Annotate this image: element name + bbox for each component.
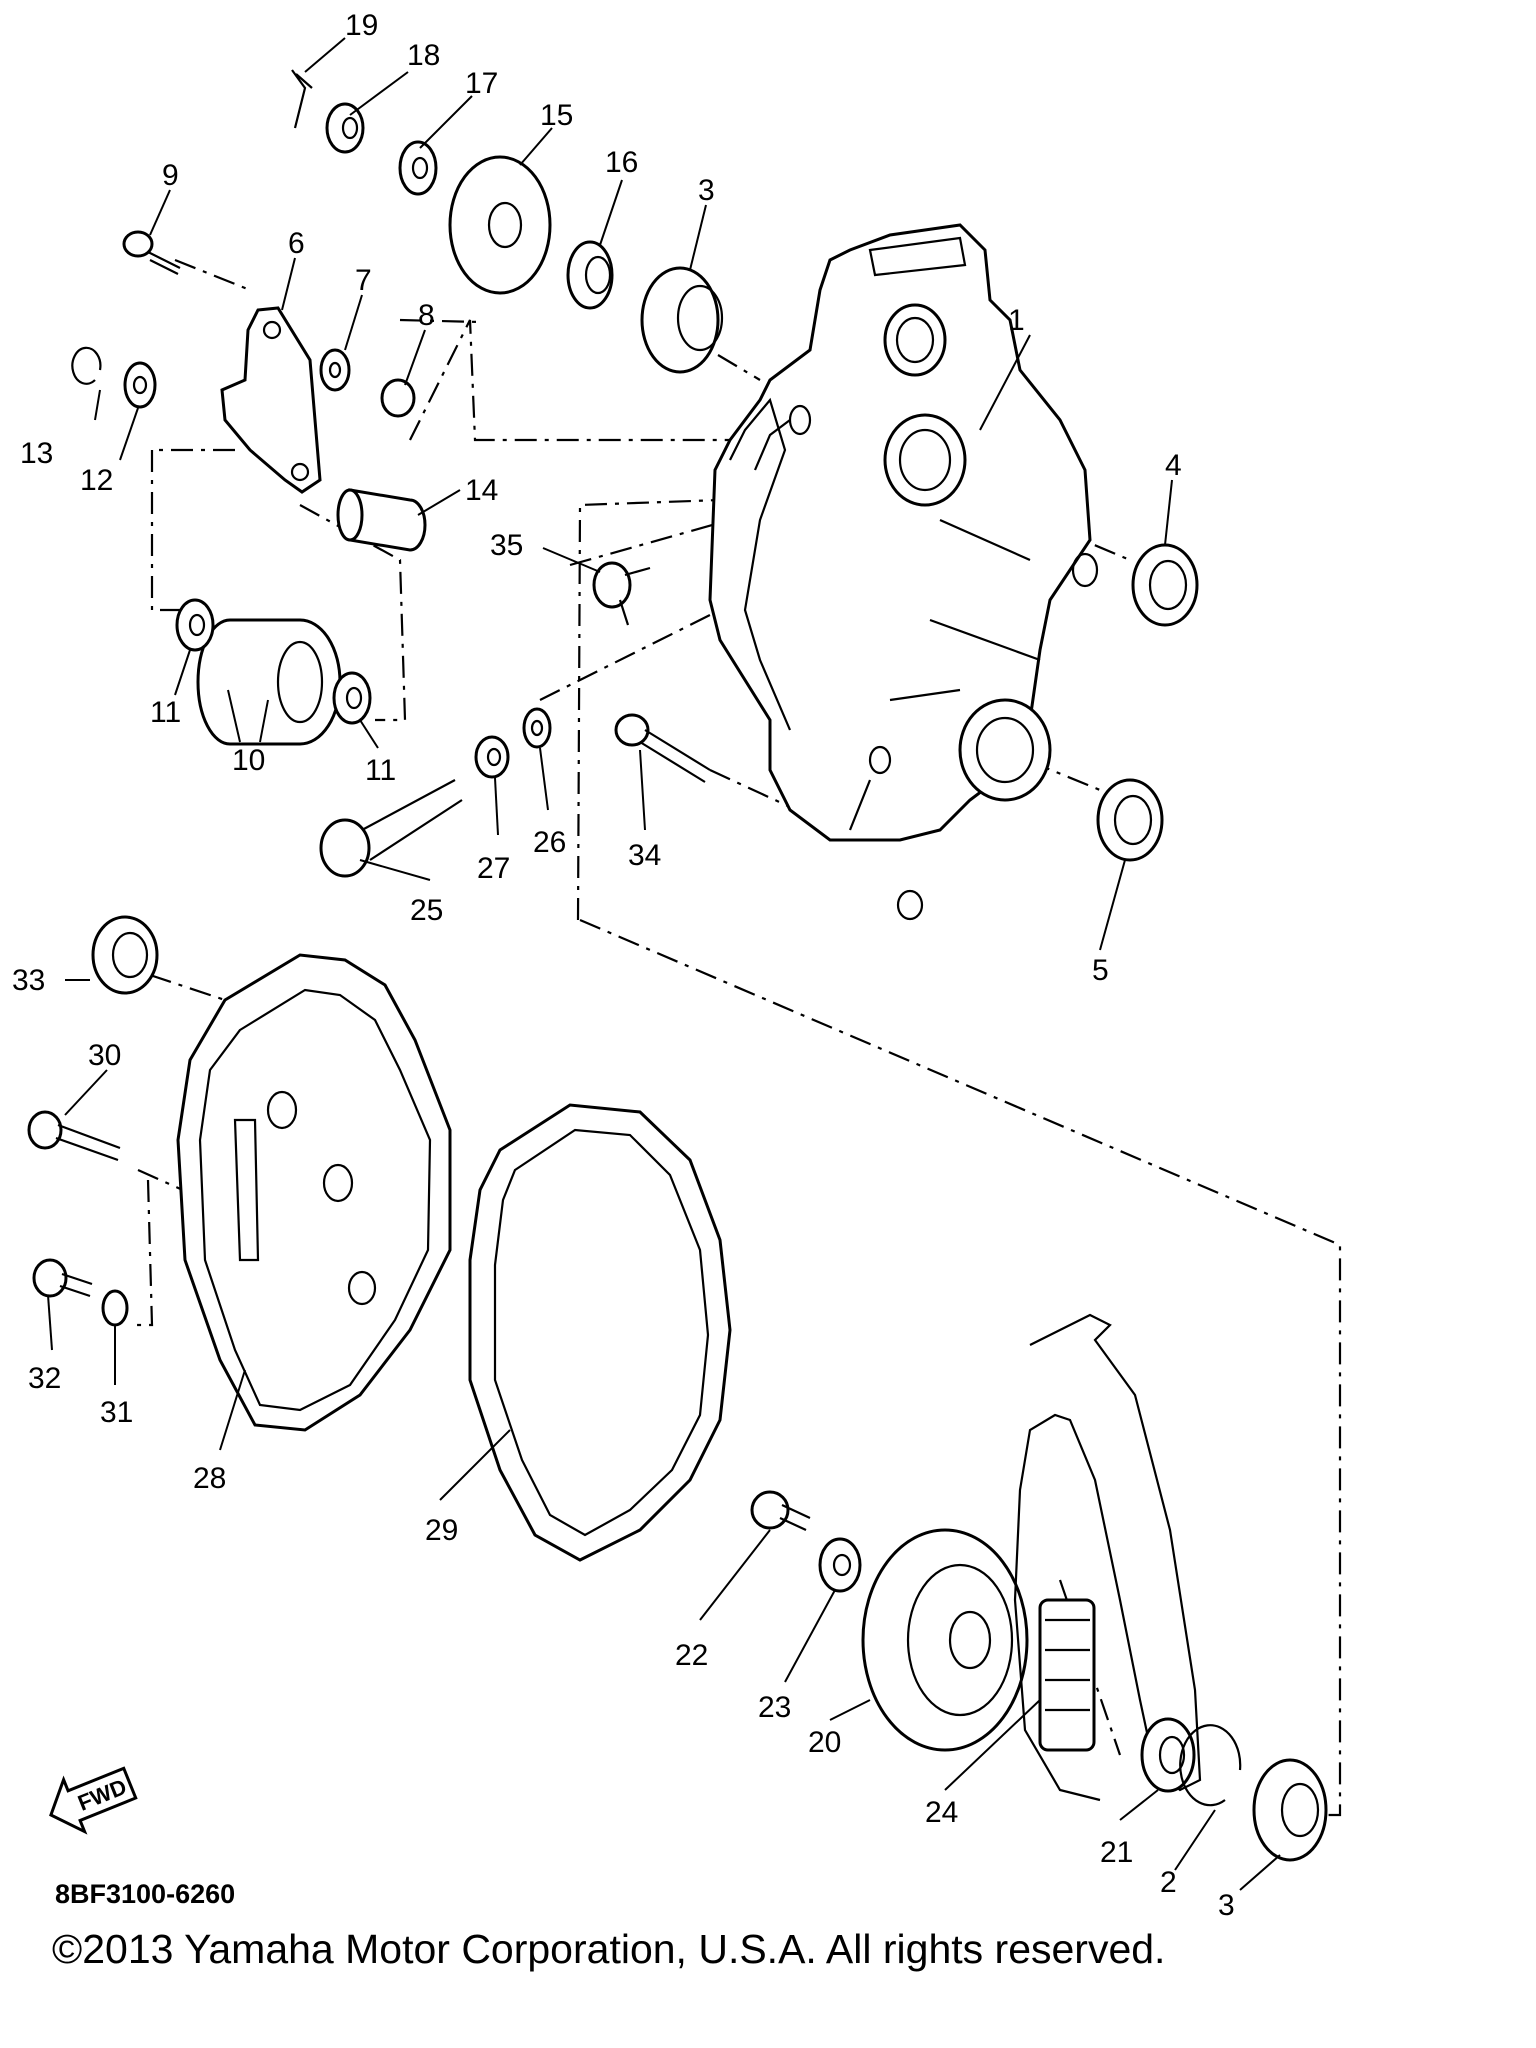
part-label: 30 bbox=[88, 1039, 121, 1072]
part-34-bolt bbox=[614, 713, 711, 783]
part-3-bearing-top bbox=[640, 266, 724, 374]
part-label: 12 bbox=[80, 464, 113, 497]
part-9-bolt bbox=[122, 230, 181, 275]
part-label: 26 bbox=[533, 826, 566, 859]
part-10-roller-bearing bbox=[196, 618, 342, 746]
part-16-collar bbox=[566, 240, 614, 310]
part-label: 34 bbox=[628, 839, 661, 872]
part-7-washer bbox=[319, 348, 351, 392]
part-label: 4 bbox=[1165, 449, 1182, 482]
part-label: 33 bbox=[12, 964, 45, 997]
part-label: 28 bbox=[193, 1462, 226, 1495]
part-21-collar bbox=[1140, 1717, 1196, 1793]
part-14-pin bbox=[336, 488, 427, 552]
part-28-outer-cover bbox=[176, 953, 452, 1432]
part-13-circlip bbox=[71, 346, 102, 385]
part-3-bearing-bottom bbox=[1252, 1758, 1328, 1862]
part-label: 10 bbox=[232, 744, 265, 777]
part-5-oil-seal bbox=[1096, 778, 1164, 862]
part-label: 22 bbox=[675, 1639, 708, 1672]
part-label: 5 bbox=[1092, 954, 1109, 987]
part-label: 13 bbox=[20, 437, 53, 470]
part-label: 15 bbox=[540, 99, 573, 132]
part-labels: 1 2 3 3 4 5 6 7 8 9 10 11 11 12 13 14 15… bbox=[12, 9, 1235, 1922]
part-29-gasket bbox=[468, 1103, 732, 1562]
part-label: 25 bbox=[410, 894, 443, 927]
copyright-notice: ©2013 Yamaha Motor Corporation, U.S.A. A… bbox=[52, 1926, 1165, 1972]
part-8-bushing bbox=[380, 378, 416, 418]
part-11-washer-right bbox=[332, 671, 372, 725]
part-label: 17 bbox=[465, 67, 498, 100]
part-label: 20 bbox=[808, 1726, 841, 1759]
part-label: 6 bbox=[288, 227, 305, 260]
part-label: 16 bbox=[605, 146, 638, 179]
part-30-bolt bbox=[27, 1110, 121, 1162]
part-label: 11 bbox=[365, 754, 396, 787]
part-11-washer-left bbox=[175, 598, 215, 652]
part-label: 21 bbox=[1100, 1836, 1133, 1869]
part-label: 27 bbox=[477, 852, 510, 885]
part-label: 24 bbox=[925, 1796, 958, 1829]
part-25-bolt bbox=[319, 779, 463, 878]
part-label: 11 bbox=[150, 696, 181, 729]
part-1-case-cover bbox=[708, 223, 1099, 921]
part-31-washer bbox=[101, 1289, 129, 1327]
part-2-circlip bbox=[1179, 1724, 1242, 1807]
part-label: 8 bbox=[418, 299, 435, 332]
part-label: 3 bbox=[1218, 1889, 1235, 1922]
part-6-bracket bbox=[220, 306, 322, 494]
part-27-nut bbox=[474, 735, 510, 779]
part-24-chain bbox=[1013, 1313, 1202, 1802]
part-23-washer bbox=[818, 1537, 862, 1593]
part-label: 9 bbox=[162, 159, 179, 192]
part-label: 31 bbox=[100, 1396, 133, 1429]
part-33-oil-seal bbox=[91, 915, 159, 995]
part-label: 23 bbox=[758, 1691, 791, 1724]
fwd-arrow-icon: FWD bbox=[49, 1766, 138, 1835]
part-32-bolt bbox=[32, 1258, 93, 1298]
part-22-bolt bbox=[750, 1490, 811, 1531]
part-4-oil-seal bbox=[1131, 543, 1199, 627]
part-20-sprocket bbox=[861, 1528, 1029, 1752]
part-18-nut bbox=[325, 102, 365, 154]
part-label: 3 bbox=[698, 174, 715, 207]
part-label: 18 bbox=[407, 39, 440, 72]
part-12-washer bbox=[123, 361, 157, 409]
part-label: 32 bbox=[28, 1362, 61, 1395]
part-17-washer bbox=[398, 140, 438, 196]
part-35-fitting bbox=[592, 561, 651, 626]
part-15-sprocket bbox=[448, 155, 552, 295]
part-label: 35 bbox=[490, 529, 523, 562]
part-26-washer bbox=[522, 707, 552, 749]
part-19-cotter-pin bbox=[291, 69, 313, 129]
part-label: 19 bbox=[345, 9, 378, 42]
part-label: 7 bbox=[355, 264, 372, 297]
part-label: 2 bbox=[1160, 1866, 1177, 1899]
part-label: 14 bbox=[465, 474, 498, 507]
leader-lines bbox=[47, 37, 1281, 1891]
part-label: 1 bbox=[1008, 304, 1025, 337]
part-label: 29 bbox=[425, 1514, 458, 1547]
diagram-code: 8BF3100-6260 bbox=[55, 1879, 235, 1909]
